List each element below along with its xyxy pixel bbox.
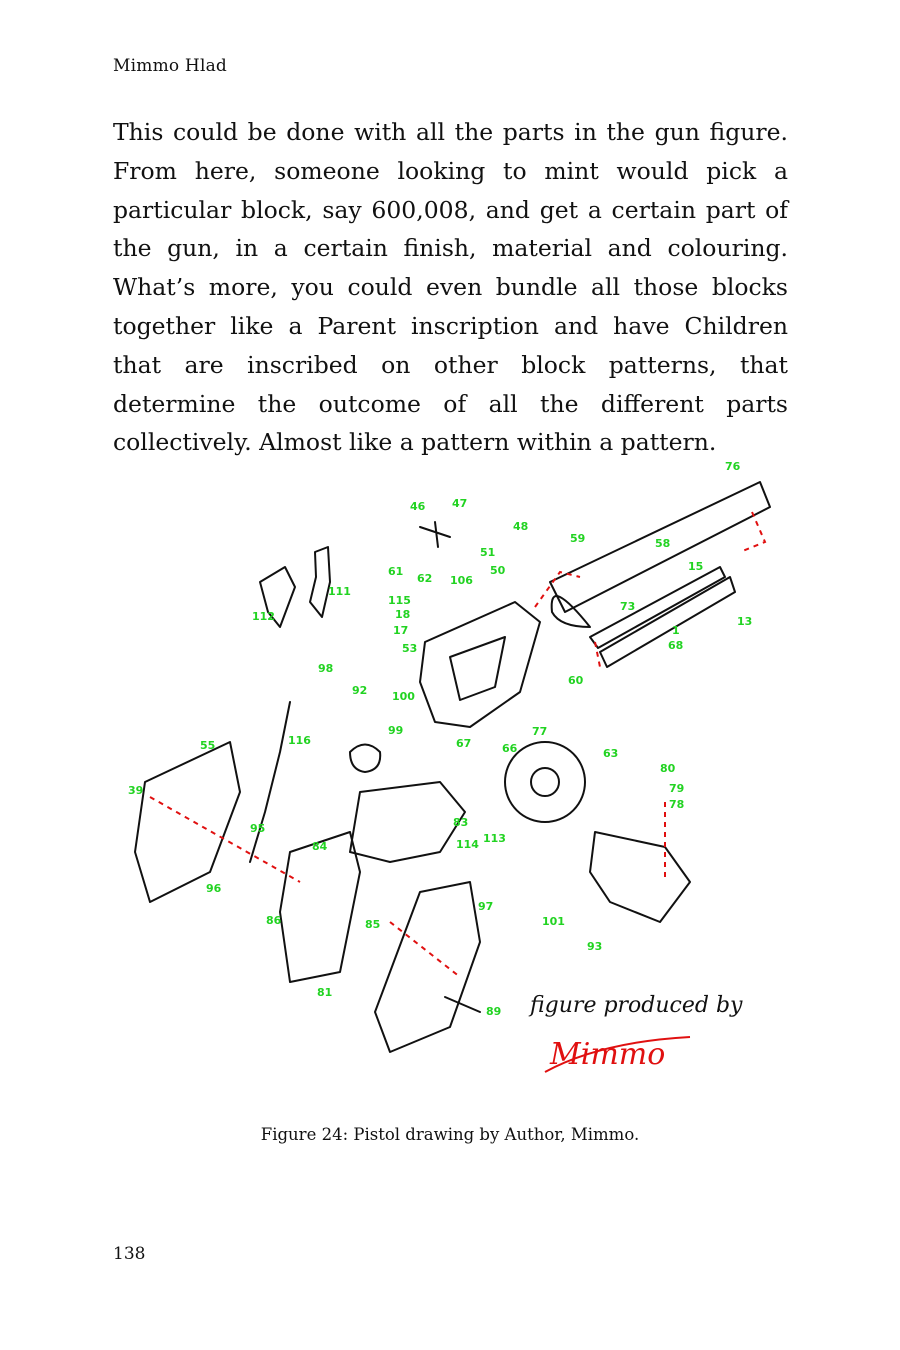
part-label: 76 <box>725 460 741 473</box>
running-head: Mimmo Hlad <box>113 56 228 76</box>
part-label: 47 <box>452 497 467 510</box>
guide-line <box>534 570 581 608</box>
right-grip-panel-part <box>374 881 481 1053</box>
part-label: 92 <box>352 684 367 697</box>
part-number-labels: 76 46 47 48 59 58 51 50 61 62 106 115 15… <box>128 460 752 1018</box>
part-label: 66 <box>502 742 518 755</box>
drawing-canvas: 76 46 47 48 59 58 51 50 61 62 106 115 15… <box>128 460 771 1073</box>
part-label: 96 <box>206 882 222 895</box>
spring-part <box>309 546 331 618</box>
guide-lines <box>149 511 767 978</box>
grip-frame-part <box>349 781 466 863</box>
part-label: 18 <box>395 608 410 621</box>
part-label: 114 <box>456 838 479 851</box>
part-label: 98 <box>318 662 333 675</box>
part-label: 61 <box>388 565 403 578</box>
part-label: 113 <box>483 832 506 845</box>
part-label: 99 <box>388 724 403 737</box>
part-label: 17 <box>393 624 408 637</box>
part-label: 93 <box>587 940 602 953</box>
part-label: 89 <box>486 1005 501 1018</box>
part-label: 111 <box>328 585 351 598</box>
part-label: 62 <box>417 572 432 585</box>
trigger-part <box>259 566 296 628</box>
part-label: 58 <box>655 537 670 550</box>
part-label: 101 <box>542 915 565 928</box>
loading-gate-part <box>589 831 691 923</box>
grip-screw-part <box>444 996 481 1013</box>
screw-part <box>419 521 451 548</box>
signature: Mimmo <box>549 1037 665 1072</box>
part-label: 67 <box>456 737 471 750</box>
mainspring-part <box>249 701 291 863</box>
guide-line <box>594 641 601 668</box>
part-label: 115 <box>388 594 411 607</box>
part-label: 97 <box>478 900 493 913</box>
part-label: 46 <box>410 500 426 513</box>
part-label: 60 <box>568 674 584 687</box>
part-label: 63 <box>603 747 618 760</box>
part-label: 78 <box>669 798 684 811</box>
part-label: 50 <box>490 564 506 577</box>
frame-part <box>419 601 541 728</box>
part-label: 80 <box>660 762 676 775</box>
guide-line <box>389 921 461 978</box>
part-label: 86 <box>266 914 282 927</box>
part-label: 1 <box>672 624 680 637</box>
part-label: 48 <box>513 520 528 533</box>
cylinder-spring-part <box>550 595 591 628</box>
cylinder-part <box>504 741 586 823</box>
hammer-part <box>349 743 382 773</box>
part-label: 55 <box>200 739 215 752</box>
frame-window-part <box>449 636 506 701</box>
part-label: 59 <box>570 532 585 545</box>
pistol-exploded-drawing: 76 46 47 48 59 58 51 50 61 62 106 115 15… <box>120 452 780 1092</box>
part-label: 83 <box>453 816 468 829</box>
part-label: 79 <box>669 782 684 795</box>
part-label: 95 <box>250 822 265 835</box>
part-label: 81 <box>317 986 332 999</box>
part-label: 112 <box>252 610 275 623</box>
part-label: 106 <box>450 574 473 587</box>
part-label: 73 <box>620 600 635 613</box>
guide-line <box>739 511 767 553</box>
part-label: 51 <box>480 546 495 559</box>
part-label: 84 <box>312 840 328 853</box>
part-label: 116 <box>288 734 311 747</box>
guide-line <box>149 796 301 883</box>
ejector-housing-part <box>599 576 736 668</box>
part-label: 100 <box>392 690 415 703</box>
page-number: 138 <box>113 1244 146 1264</box>
ejector-rod-part <box>589 566 726 649</box>
body-paragraph: This could be done with all the parts in… <box>113 118 788 457</box>
part-label: 53 <box>402 642 417 655</box>
ink-parts <box>134 481 771 1053</box>
credit-text: figure produced by <box>528 993 743 1018</box>
left-grip-panel-part <box>134 741 241 903</box>
artist-credit: figure produced by Mimmo <box>528 993 743 1073</box>
part-label: 77 <box>532 725 547 738</box>
part-label: 13 <box>737 615 752 628</box>
figure-caption: Figure 24: Pistol drawing by Author, Mim… <box>260 1125 640 1144</box>
cylinder-hub-part <box>530 767 560 797</box>
signature-flourish <box>544 1036 691 1073</box>
part-label: 85 <box>365 918 380 931</box>
part-label: 68 <box>668 639 683 652</box>
part-label: 15 <box>688 560 703 573</box>
barrel-part <box>549 481 771 613</box>
part-label: 39 <box>128 784 143 797</box>
grip-backstrap-part <box>279 831 361 983</box>
